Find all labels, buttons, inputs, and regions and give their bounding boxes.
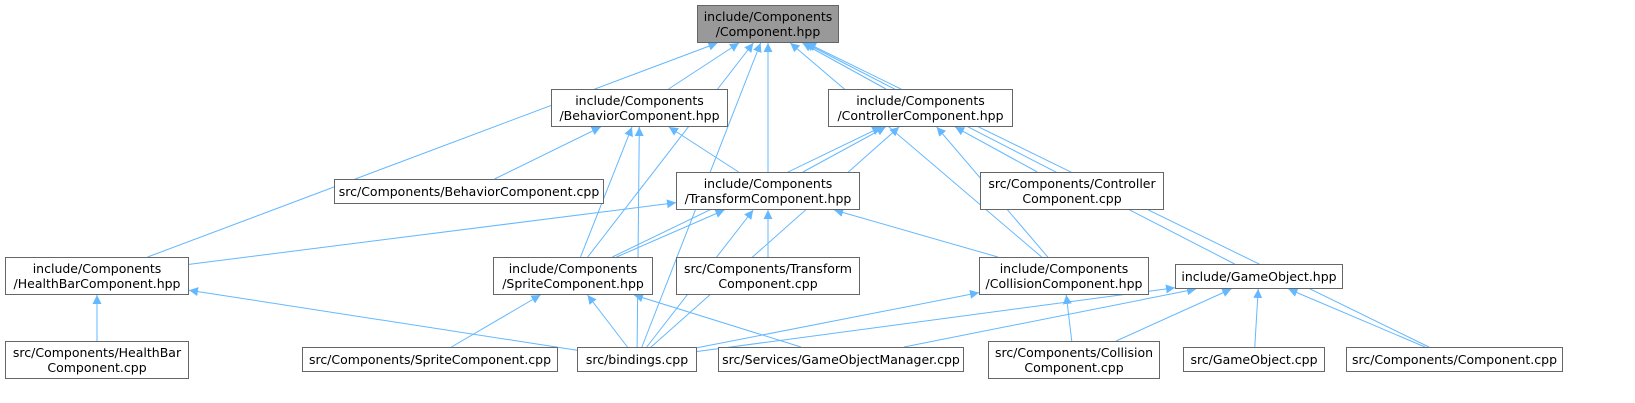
node-bindings-cpp[interactable]: src/bindings.cpp <box>577 347 697 372</box>
node-behavior-component-hpp[interactable]: include/Components /BehaviorComponent.hp… <box>551 89 728 127</box>
edge-bindings_cpp-to-healthbar_hpp <box>188 287 578 351</box>
node-label: src/Components/BehaviorComponent.cpp <box>338 184 600 199</box>
edge-bindings_cpp-to-controller_hpp <box>650 126 900 348</box>
node-behavior-component-cpp[interactable]: src/Components/BehaviorComponent.cpp <box>334 179 604 204</box>
node-label: src/Services/GameObjectManager.cpp <box>722 352 960 367</box>
edge-gameobject_hpp-to-component_hpp <box>804 42 1235 265</box>
edge-controller_cpp-to-controller_hpp <box>954 126 1038 173</box>
node-label: include/Components /ControllerComponent.… <box>837 93 1004 123</box>
edge-collision_hpp-to-transform_hpp <box>834 208 998 258</box>
edge-component_cpp-to-gameobject_hpp <box>1288 288 1426 348</box>
node-transform-component-cpp[interactable]: src/Components/Transform Component.cpp <box>676 257 860 295</box>
node-label: src/Components/SpriteComponent.cpp <box>308 352 552 367</box>
node-label: include/Components /Component.hpp <box>703 9 833 39</box>
node-controller-component-hpp[interactable]: include/Components /ControllerComponent.… <box>828 89 1013 127</box>
node-transform-component-hpp[interactable]: include/Components /TransformComponent.h… <box>676 172 860 210</box>
edge-behavior_hpp-to-component_hpp <box>668 42 740 90</box>
edge-gameobject_manager_cpp-to-gameobject_hpp <box>903 286 1197 348</box>
edge-gameobject_cpp-to-gameobject_hpp <box>1253 288 1263 348</box>
node-label: include/GameObject.hpp <box>1181 269 1337 284</box>
edge-bindings_cpp-to-sprite_hpp <box>587 294 628 348</box>
node-label: include/Components /CollisionComponent.h… <box>985 261 1143 291</box>
node-label: include/Components /HealthBarComponent.h… <box>13 261 181 291</box>
edge-sprite_cpp-to-sprite_hpp <box>451 294 541 348</box>
node-healthbar-component-cpp[interactable]: src/Components/HealthBar Component.cpp <box>5 341 189 379</box>
node-gameobject-cpp[interactable]: src/GameObject.cpp <box>1183 347 1325 372</box>
edge-bindings_cpp-to-collision_hpp <box>696 289 980 349</box>
node-component-cpp[interactable]: src/Components/Component.cpp <box>1346 347 1563 372</box>
edge-sprite_hpp-to-behavior_hpp <box>580 126 633 258</box>
node-sprite-component-hpp[interactable]: include/Components /SpriteComponent.hpp <box>493 257 653 295</box>
edge-bindings_cpp-to-behavior_hpp <box>634 126 644 348</box>
node-label: src/Components/HealthBar Component.cpp <box>12 345 182 375</box>
edge-behavior_cpp-to-behavior_hpp <box>494 126 601 180</box>
edge-collision_hpp-to-component_hpp <box>789 42 1043 258</box>
node-label: src/Components/Collision Component.cpp <box>994 345 1154 375</box>
node-controller-component-cpp[interactable]: src/Components/Controller Component.cpp <box>980 172 1164 210</box>
edges-layer <box>92 41 1430 352</box>
node-component-hpp[interactable]: include/Components /Component.hpp <box>697 5 839 43</box>
edge-sprite_hpp-to-component_hpp <box>587 42 754 258</box>
edge-collision_cpp-to-gameobject_hpp <box>1115 288 1232 342</box>
edge-healthbar_hpp-to-transform_hpp <box>188 199 677 265</box>
edge-gameobject_manager_cpp-to-sprite_hpp <box>633 293 802 348</box>
node-label: src/bindings.cpp <box>585 352 689 367</box>
edge-transform_hpp-to-behavior_hpp <box>668 126 739 173</box>
node-gameobject-manager-cpp[interactable]: src/Services/GameObjectManager.cpp <box>718 347 964 372</box>
node-collision-component-cpp[interactable]: src/Components/Collision Component.cpp <box>988 341 1160 379</box>
edge-collision_cpp-to-collision_hpp <box>1062 294 1073 342</box>
node-collision-component-hpp[interactable]: include/Components /CollisionComponent.h… <box>979 257 1149 295</box>
node-label: include/Components /SpriteComponent.hpp <box>502 261 644 291</box>
node-label: src/Components/Component.cpp <box>1351 352 1558 367</box>
node-label: src/Components/Controller Component.cpp <box>988 176 1156 206</box>
node-label: src/Components/Transform Component.cpp <box>684 261 852 291</box>
node-gameobject-hpp[interactable]: include/GameObject.hpp <box>1175 264 1343 289</box>
node-label: include/Components /BehaviorComponent.hp… <box>559 93 720 123</box>
edge-bindings_cpp-to-gameobject_hpp <box>696 284 1176 352</box>
edge-sprite_hpp-to-transform_hpp <box>616 209 725 258</box>
node-label: src/GameObject.cpp <box>1190 352 1318 367</box>
node-healthbar-component-hpp[interactable]: include/Components /HealthBarComponent.h… <box>5 257 189 295</box>
edge-controller_hpp-to-component_hpp <box>802 42 887 90</box>
node-sprite-component-cpp[interactable]: src/Components/SpriteComponent.cpp <box>302 347 558 372</box>
edge-healthbar_hpp-to-component_hpp <box>147 41 718 258</box>
node-label: include/Components /TransformComponent.h… <box>684 176 852 206</box>
